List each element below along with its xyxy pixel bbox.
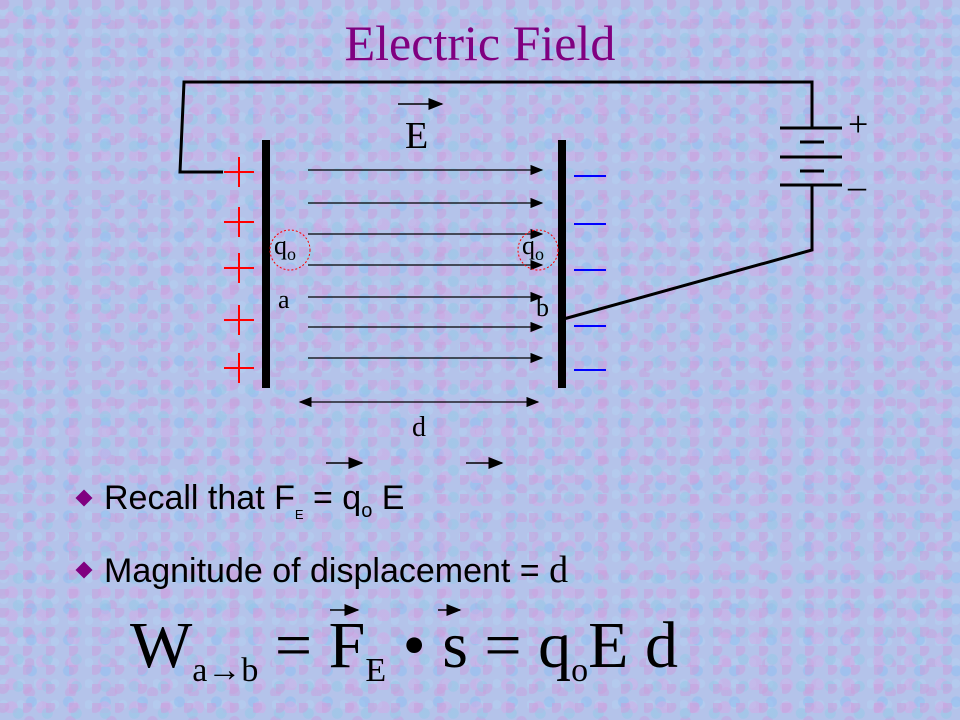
left-charge-label: qo bbox=[274, 231, 296, 264]
minus-sign-icon bbox=[574, 175, 606, 371]
right-charge-circle bbox=[517, 229, 559, 271]
negative-plate bbox=[558, 140, 566, 388]
wire-left bbox=[178, 80, 814, 174]
bullet-text: Magnitude of displacement = d bbox=[104, 549, 569, 591]
battery-icon bbox=[780, 126, 842, 187]
work-formula: Wa→b = FE • s = qoE d bbox=[130, 609, 678, 689]
point-b-label: b bbox=[536, 293, 549, 322]
bullet-list: Recall that FE = qo E Magnitude of displ… bbox=[75, 468, 569, 600]
plus-sign-icon bbox=[224, 157, 254, 383]
bullet-diamond-icon bbox=[75, 561, 93, 579]
field-line-arrows bbox=[308, 164, 544, 364]
bullet-text: Recall that FE = qo E bbox=[104, 478, 405, 522]
bullet-recall-force: Recall that FE = qo E bbox=[75, 468, 568, 528]
battery-minus-label: – bbox=[847, 166, 867, 206]
wire-right bbox=[559, 185, 814, 322]
field-label: E bbox=[405, 115, 428, 157]
slide-title: Electric Field bbox=[344, 15, 616, 71]
point-a-label: a bbox=[278, 285, 290, 314]
bullet-displacement: Magnitude of displacement = d bbox=[75, 540, 569, 600]
bullet-diamond-icon bbox=[75, 489, 93, 507]
distance-label: d bbox=[412, 412, 426, 443]
right-charge-label: qo bbox=[522, 231, 544, 264]
positive-plate bbox=[262, 140, 270, 388]
left-charge-circle bbox=[269, 229, 311, 271]
battery-plus-label: + bbox=[848, 104, 868, 144]
